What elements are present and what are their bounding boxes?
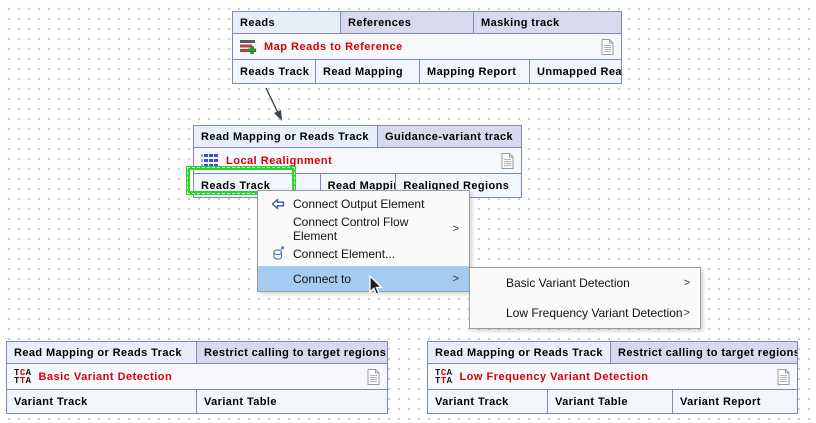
input-port-masking-track[interactable]: Masking track (473, 11, 622, 34)
menu-item-connect-control-flow-element[interactable]: Connect Control Flow Element > (258, 214, 469, 243)
node-title: Low Frequency Variant Detection (459, 370, 649, 383)
node-body-low-freq-variant[interactable]: TCA TTA Low Frequency Variant Detection (427, 363, 798, 390)
node-body-map-reads[interactable]: Map Reads to Reference (232, 33, 622, 60)
output-port-unmapped-reads[interactable]: Unmapped Reads (529, 59, 622, 84)
variant-detection-icon: TCA TTA (435, 367, 453, 386)
output-port-mapping-report[interactable]: Mapping Report (419, 59, 530, 84)
submenu-item-low-frequency-variant-detection[interactable]: Low Frequency Variant Detection > (470, 298, 700, 328)
output-port-variant-track[interactable]: Variant Track (427, 389, 548, 414)
input-row: Read Mapping or Reads Track Guidance-var… (193, 125, 522, 148)
input-port-guidance-variant-track[interactable]: Guidance-variant track (377, 125, 522, 148)
workflow-node-local-realignment: Read Mapping or Reads Track Guidance-var… (193, 125, 522, 198)
output-port-reads-track[interactable]: Reads Track (232, 59, 316, 84)
workflow-node-low-frequency-variant-detection: Read Mapping or Reads Track Restrict cal… (427, 341, 798, 414)
output-port-variant-table[interactable]: Variant Table (196, 389, 388, 414)
menu-item-connect-to[interactable]: Connect to > (258, 266, 469, 291)
submenu-item-basic-variant-detection[interactable]: Basic Variant Detection > (470, 268, 700, 298)
node-title: Map Reads to Reference (264, 40, 403, 53)
tool-row: TCA TTA Low Frequency Variant Detection (427, 363, 798, 390)
node-body-local-realignment[interactable]: Local Realignment (193, 147, 522, 174)
context-menu: Connect Output Element Connect Control F… (257, 190, 470, 292)
connect-output-icon (266, 198, 290, 210)
submenu-arrow-icon: > (683, 277, 690, 289)
menu-item-label: Connect Element... (293, 246, 396, 261)
submenu-arrow-icon: > (683, 307, 690, 319)
submenu-item-label: Basic Variant Detection (506, 276, 630, 290)
variant-detection-icon: TCA TTA (14, 367, 32, 386)
input-row: Reads References Masking track (232, 11, 622, 34)
output-port-variant-table[interactable]: Variant Table (547, 389, 673, 414)
input-port-reads[interactable]: Reads (232, 11, 341, 34)
output-row: Variant Track Variant Table Variant Repo… (427, 389, 798, 414)
input-row: Read Mapping or Reads Track Restrict cal… (427, 341, 798, 364)
node-body-basic-variant[interactable]: TCA TTA Basic Variant Detection (6, 363, 388, 390)
input-port-read-mapping-or-reads-track[interactable]: Read Mapping or Reads Track (6, 341, 197, 364)
submenu-arrow-icon: > (452, 272, 459, 285)
output-row: Variant Track Variant Table (6, 389, 388, 414)
tool-row: Local Realignment (193, 147, 522, 174)
output-port-read-mapping[interactable]: Read Mapping (315, 59, 420, 84)
tool-row: Map Reads to Reference (232, 33, 622, 60)
input-port-restrict-regions[interactable]: Restrict calling to target regions (196, 341, 388, 364)
output-row: Reads Track Read Mapping Mapping Report … (232, 59, 622, 84)
menu-item-connect-element[interactable]: Connect Element... (258, 241, 469, 266)
menu-item-label: Connect Output Element (293, 196, 425, 211)
submenu-item-label: Low Frequency Variant Detection (506, 306, 683, 320)
connect-element-icon (266, 246, 290, 261)
input-row: Read Mapping or Reads Track Restrict cal… (6, 341, 388, 364)
node-title: Basic Variant Detection (38, 370, 173, 383)
document-output-icon[interactable] (367, 368, 380, 385)
output-port-variant-track[interactable]: Variant Track (6, 389, 197, 414)
tool-row: TCA TTA Basic Variant Detection (6, 363, 388, 390)
workflow-node-basic-variant-detection: Read Mapping or Reads Track Restrict cal… (6, 341, 388, 414)
output-port-variant-report[interactable]: Variant Report (672, 389, 798, 414)
input-port-references[interactable]: References (340, 11, 474, 34)
connect-to-submenu: Basic Variant Detection > Low Frequency … (469, 267, 701, 329)
submenu-arrow-icon: > (452, 222, 459, 235)
input-port-restrict-regions[interactable]: Restrict calling to target regions (610, 341, 798, 364)
menu-item-label: Connect to (293, 271, 352, 286)
input-port-read-mapping-or-reads-track[interactable]: Read Mapping or Reads Track (193, 125, 378, 148)
document-output-icon[interactable] (601, 38, 614, 55)
document-output-icon[interactable] (501, 152, 514, 169)
map-reads-to-reference-icon (240, 39, 257, 54)
node-title: Local Realignment (226, 154, 333, 167)
input-port-read-mapping-or-reads-track[interactable]: Read Mapping or Reads Track (427, 341, 611, 364)
menu-item-connect-output-element[interactable]: Connect Output Element (258, 191, 469, 216)
local-realignment-icon (201, 154, 219, 167)
menu-item-label: Connect Control Flow Element (293, 214, 409, 243)
workflow-node-map-reads-to-reference: Reads References Masking track (232, 11, 622, 84)
document-output-icon[interactable] (777, 368, 790, 385)
